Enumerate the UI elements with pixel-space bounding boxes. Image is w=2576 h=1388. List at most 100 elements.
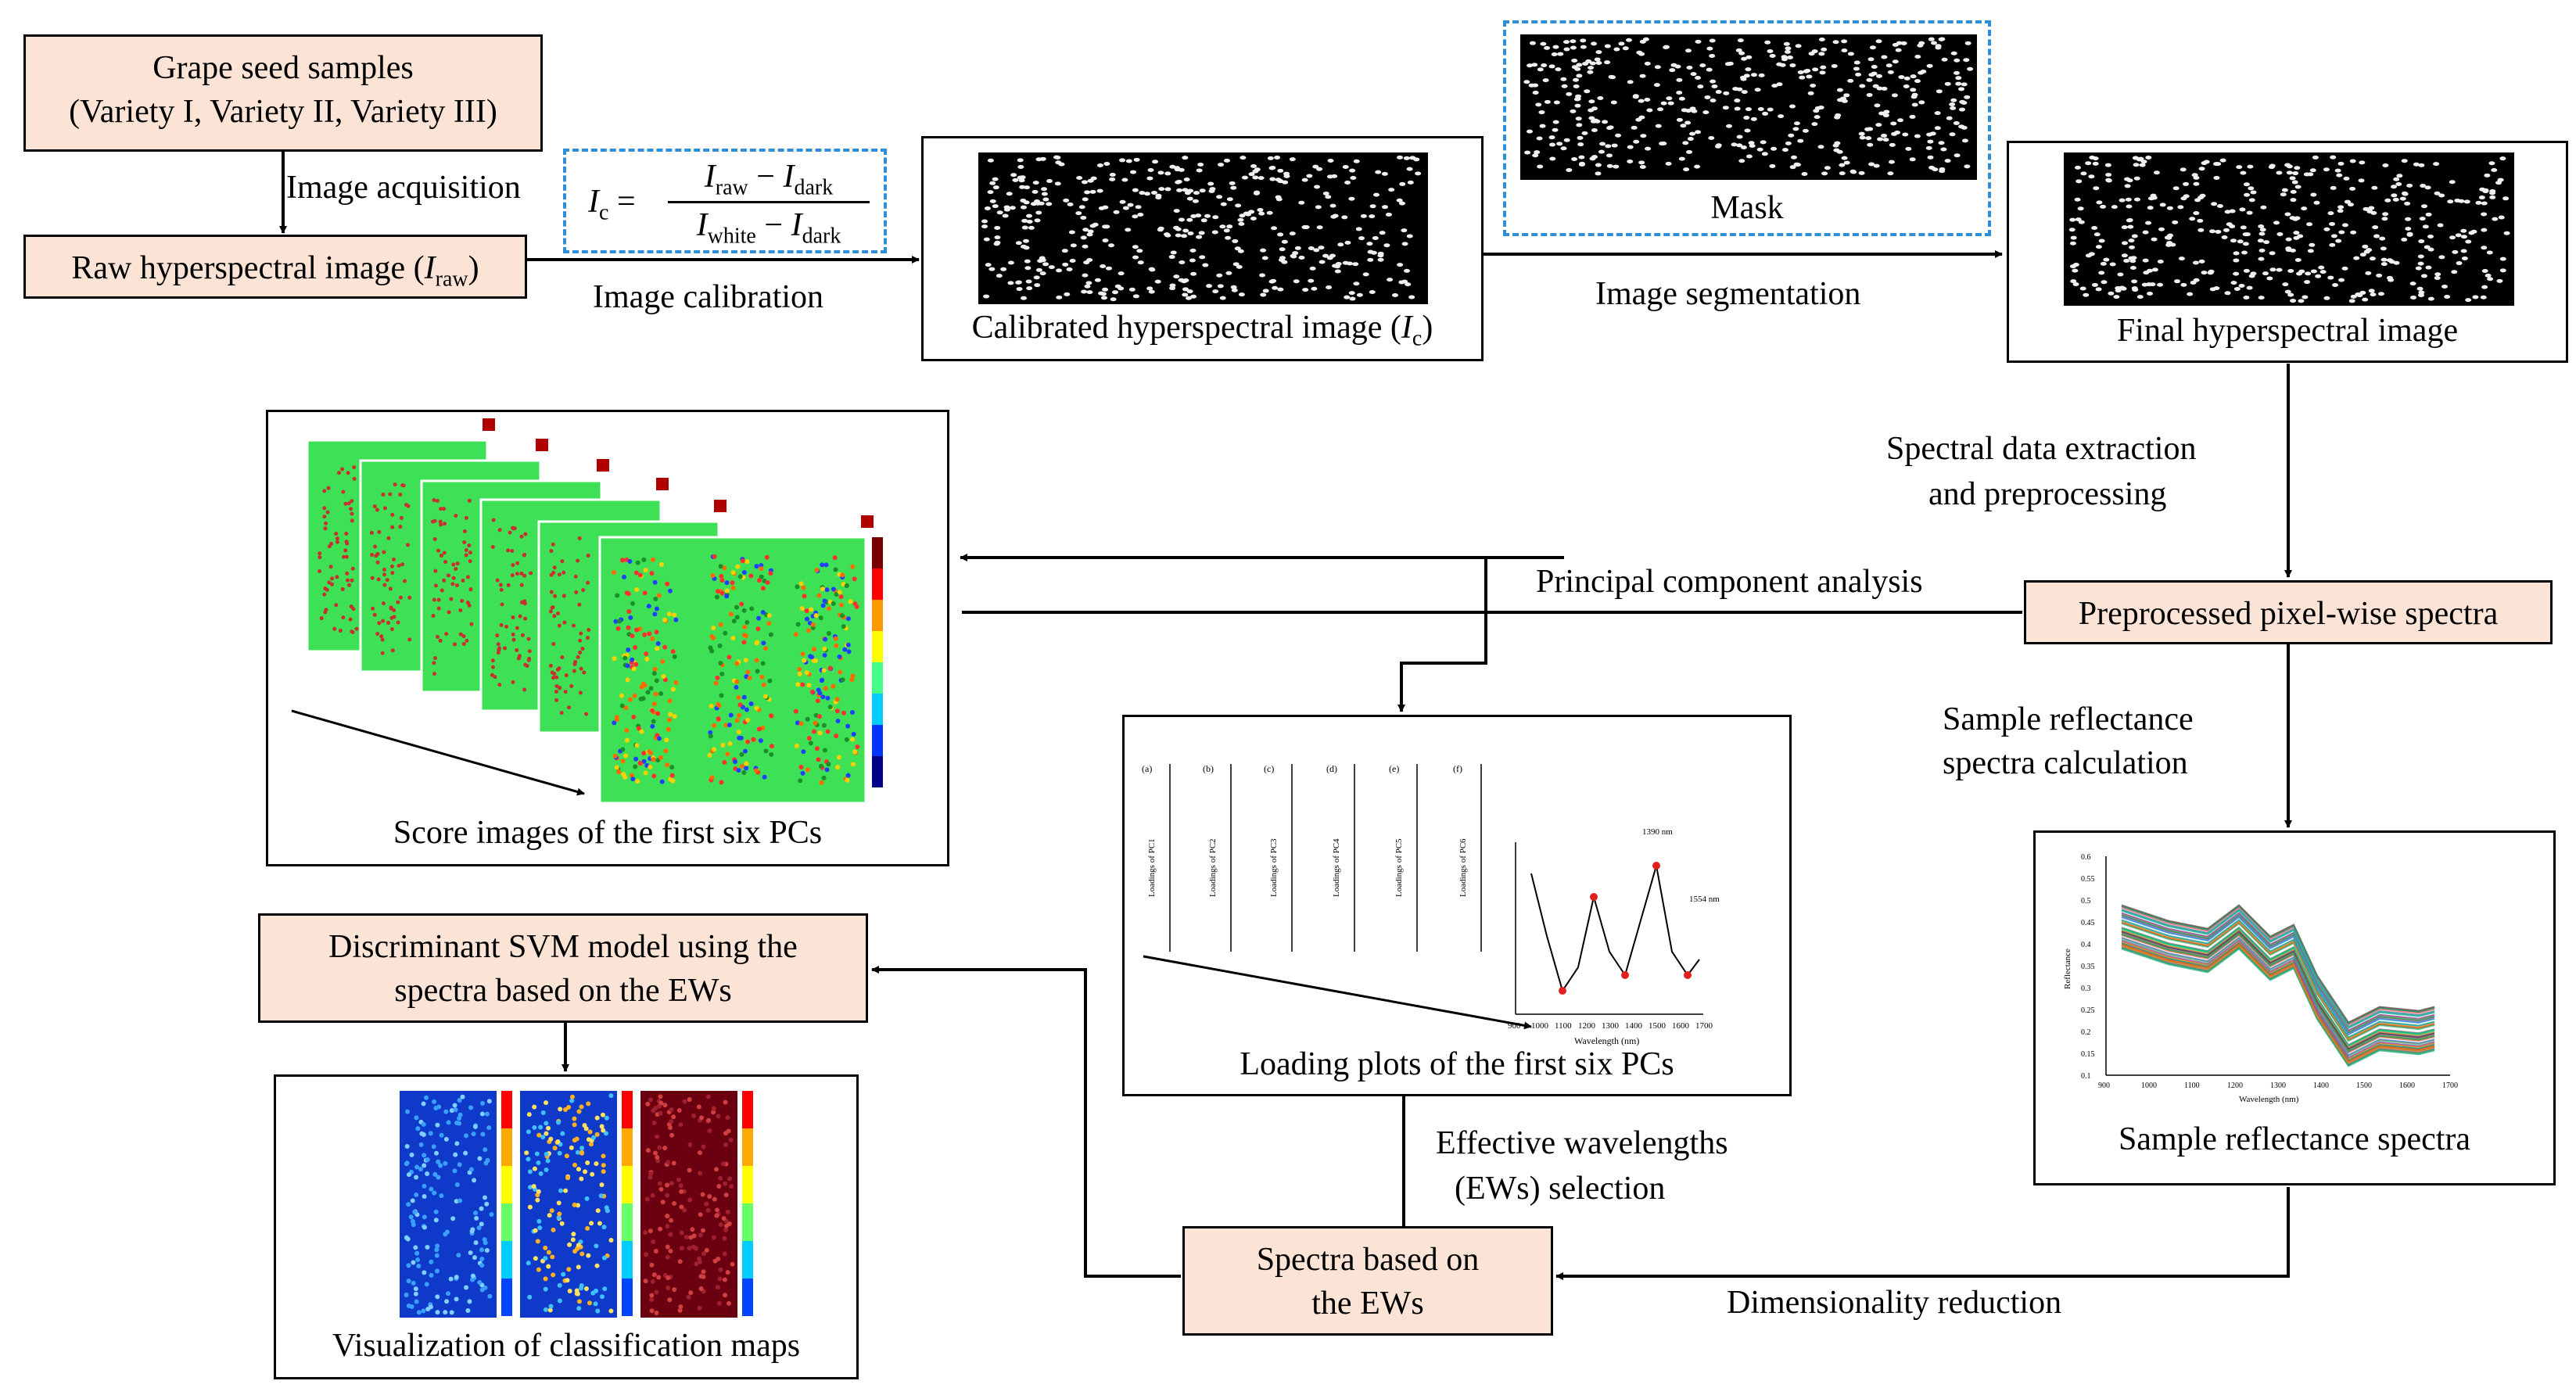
map-pixel bbox=[404, 1160, 410, 1166]
seed-dot bbox=[2330, 234, 2337, 239]
seed-dot bbox=[1685, 48, 1692, 53]
seed-dot bbox=[1157, 170, 1164, 175]
formula-lhs-i: I bbox=[588, 184, 599, 220]
seed-dot bbox=[1200, 218, 1207, 223]
score-point bbox=[663, 748, 669, 754]
score-point bbox=[522, 599, 527, 604]
seed-dot bbox=[1173, 209, 1180, 213]
seed-dot bbox=[1767, 48, 1774, 53]
seed-dot bbox=[2229, 209, 2236, 213]
score-point bbox=[370, 576, 375, 580]
score-point bbox=[454, 514, 458, 518]
seed-dot bbox=[1544, 45, 1551, 50]
seed-dot bbox=[1253, 191, 1260, 195]
seed-dot bbox=[1216, 273, 1223, 278]
seed-dot bbox=[2319, 270, 2327, 274]
seed-dot bbox=[2382, 163, 2389, 168]
seed-dot bbox=[1642, 37, 1649, 41]
seed-dot bbox=[2246, 285, 2253, 290]
seed-dot bbox=[1909, 157, 1916, 162]
seed-dot bbox=[1708, 136, 1715, 141]
seed-dot bbox=[2294, 216, 2301, 221]
score-point bbox=[744, 707, 749, 712]
map-pixel bbox=[429, 1272, 434, 1278]
score-point bbox=[710, 573, 716, 579]
seed-dot bbox=[2499, 256, 2506, 261]
seed-dot bbox=[2149, 282, 2156, 287]
seed-dot bbox=[1032, 181, 1039, 185]
map-pixel bbox=[655, 1134, 660, 1139]
map-pixel bbox=[649, 1308, 655, 1314]
score-point bbox=[372, 612, 377, 617]
seed-dot bbox=[1334, 269, 1341, 274]
seed-dot bbox=[1381, 171, 1388, 176]
seed-dot bbox=[1625, 38, 1632, 42]
seed-dot bbox=[1132, 214, 1139, 219]
seed-dot bbox=[1021, 244, 1028, 249]
map-pixel bbox=[579, 1150, 585, 1156]
seed-dot bbox=[2141, 282, 2148, 287]
score-point bbox=[654, 678, 659, 683]
seed-dot bbox=[2350, 230, 2357, 235]
seed-dot bbox=[2417, 293, 2424, 298]
score-point bbox=[615, 593, 620, 598]
seed-dot bbox=[1039, 271, 1046, 276]
map-pixel bbox=[533, 1228, 538, 1233]
map-pixel bbox=[439, 1193, 444, 1199]
score-point bbox=[431, 519, 436, 524]
score-point bbox=[850, 737, 856, 742]
seed-dot bbox=[1548, 135, 1555, 140]
seed-dot bbox=[1080, 215, 1087, 220]
seed-dot bbox=[2301, 206, 2308, 211]
seed-dot bbox=[1258, 211, 1265, 216]
seed-dot bbox=[1781, 55, 1788, 59]
seed-dot bbox=[2159, 203, 2166, 207]
map-pixel bbox=[470, 1273, 475, 1279]
score-point bbox=[624, 737, 630, 743]
seed-dot bbox=[1588, 99, 1595, 104]
score-point bbox=[744, 559, 750, 565]
map-pixel bbox=[716, 1114, 721, 1119]
map-pixel bbox=[536, 1160, 541, 1166]
map-pixel bbox=[556, 1200, 561, 1206]
seed-dot bbox=[1843, 93, 1850, 98]
seed-dot bbox=[2370, 210, 2377, 215]
seed-dot bbox=[2070, 279, 2077, 284]
map-pixel bbox=[662, 1103, 668, 1108]
score-point bbox=[739, 763, 744, 769]
seed-dot bbox=[2191, 173, 2198, 178]
score-point bbox=[798, 778, 803, 784]
arrow-dimensionality bbox=[1555, 1187, 2290, 1280]
seed-dot bbox=[1611, 143, 1618, 148]
score-point bbox=[767, 678, 773, 683]
reflectance-chart: 0.60.550.50.450.40.350.30.250.20.150.190… bbox=[2063, 853, 2458, 1104]
seed-dot bbox=[1248, 210, 1255, 214]
score-point bbox=[586, 580, 590, 585]
seed-dot bbox=[2282, 282, 2289, 287]
score-point bbox=[654, 606, 659, 612]
map-pixel bbox=[415, 1126, 421, 1132]
map-pixel bbox=[413, 1286, 418, 1292]
raw-italic: I bbox=[424, 250, 436, 286]
seed-dot bbox=[1150, 190, 1157, 195]
score-point bbox=[741, 769, 747, 775]
seed-dot bbox=[1277, 232, 1284, 237]
map-pixel bbox=[457, 1097, 462, 1103]
seed-dot bbox=[1776, 62, 1783, 66]
seed-dot bbox=[2263, 240, 2270, 245]
score-point bbox=[490, 658, 495, 663]
seed-dot bbox=[987, 190, 994, 195]
seed-dot bbox=[1771, 84, 1778, 88]
refl-ytick: 0.6 bbox=[2081, 853, 2091, 862]
seed-dot bbox=[2197, 195, 2205, 200]
map-pixel bbox=[550, 1254, 555, 1260]
seed-dot bbox=[1415, 171, 1422, 176]
seed-dot bbox=[2193, 181, 2200, 186]
seed-dot bbox=[2468, 231, 2475, 235]
score-point bbox=[834, 733, 839, 739]
seed-dot bbox=[1127, 203, 1134, 207]
seed-dot bbox=[2323, 167, 2330, 172]
seed-dot bbox=[1529, 41, 1536, 45]
score-point bbox=[826, 762, 831, 767]
map-pixel bbox=[696, 1104, 701, 1110]
